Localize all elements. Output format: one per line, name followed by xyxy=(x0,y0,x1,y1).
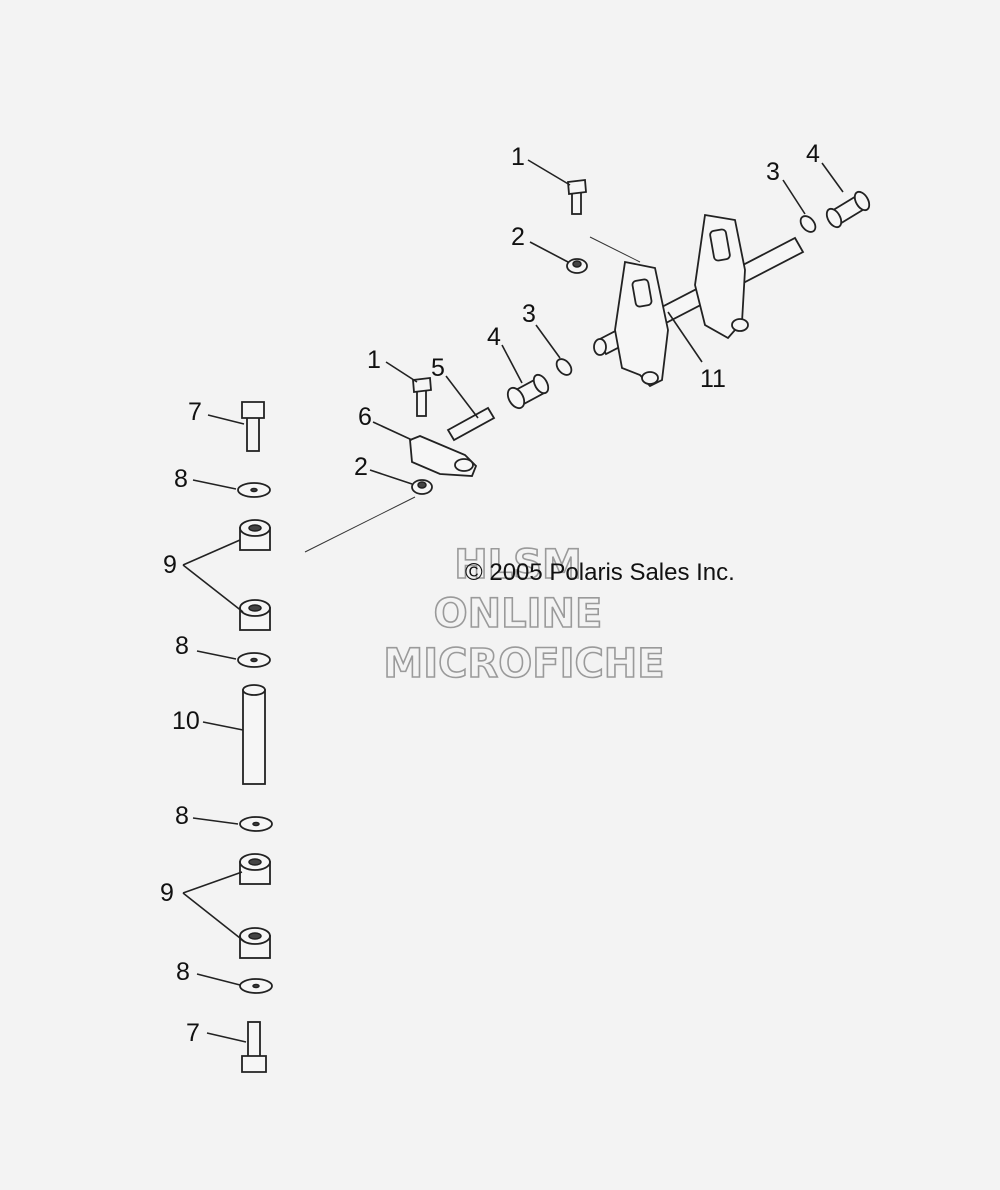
callout-10: 10 xyxy=(172,707,200,735)
callout-9-bottom: 9 xyxy=(160,879,174,907)
callout-1-top: 1 xyxy=(511,143,525,171)
bolt-7-top xyxy=(241,401,265,452)
link-rod xyxy=(242,684,266,785)
washer-8a xyxy=(237,482,271,498)
bushing-right xyxy=(825,190,871,229)
nut-top xyxy=(566,258,588,274)
washer-8c xyxy=(239,816,273,832)
shaft-assembly xyxy=(593,213,805,388)
bolt-top xyxy=(567,178,587,215)
o-ring-mid xyxy=(555,358,573,376)
copyright-text: © 2005 Polaris Sales Inc. xyxy=(465,559,735,586)
callout-2-top: 2 xyxy=(511,223,525,251)
bolt-7-bottom xyxy=(241,1021,267,1073)
bushing-9-top-upper xyxy=(239,519,271,551)
washer-8b xyxy=(237,652,271,668)
watermark-line1: HLSM xyxy=(454,542,582,588)
callout-8a: 8 xyxy=(174,465,188,493)
callout-5: 5 xyxy=(431,354,445,382)
callout-2-mid: 2 xyxy=(354,453,368,481)
pin xyxy=(446,406,496,442)
bushing-9-bottom-upper xyxy=(239,853,271,885)
callout-11: 11 xyxy=(700,365,726,393)
washer-8d xyxy=(239,978,273,994)
callout-3-mid: 3 xyxy=(522,300,536,328)
bolt-mid xyxy=(412,376,432,417)
callout-8b: 8 xyxy=(175,632,189,660)
callout-3-right: 3 xyxy=(766,158,780,186)
alignment-line-lower xyxy=(304,496,416,553)
callout-8d: 8 xyxy=(176,958,190,986)
o-ring-right xyxy=(799,215,817,233)
callout-9-top: 9 xyxy=(163,551,177,579)
callout-7-top: 7 xyxy=(188,398,202,426)
nut-mid xyxy=(411,479,433,495)
bushing-9-bottom-lower xyxy=(239,927,271,959)
callout-4-right: 4 xyxy=(806,140,820,168)
bushing-9-top-lower xyxy=(239,599,271,631)
alignment-line-upper xyxy=(589,236,641,263)
arm xyxy=(409,435,478,477)
watermark-line3: MICROFICHE xyxy=(383,641,664,687)
callout-1-mid: 1 xyxy=(367,346,381,374)
callout-7-bottom: 7 xyxy=(186,1019,200,1047)
callout-4-mid: 4 xyxy=(487,323,501,351)
callout-8c: 8 xyxy=(175,802,189,830)
watermark-line2: ONLINE xyxy=(434,591,603,637)
callout-6: 6 xyxy=(358,403,372,431)
bushing-mid xyxy=(506,373,550,410)
